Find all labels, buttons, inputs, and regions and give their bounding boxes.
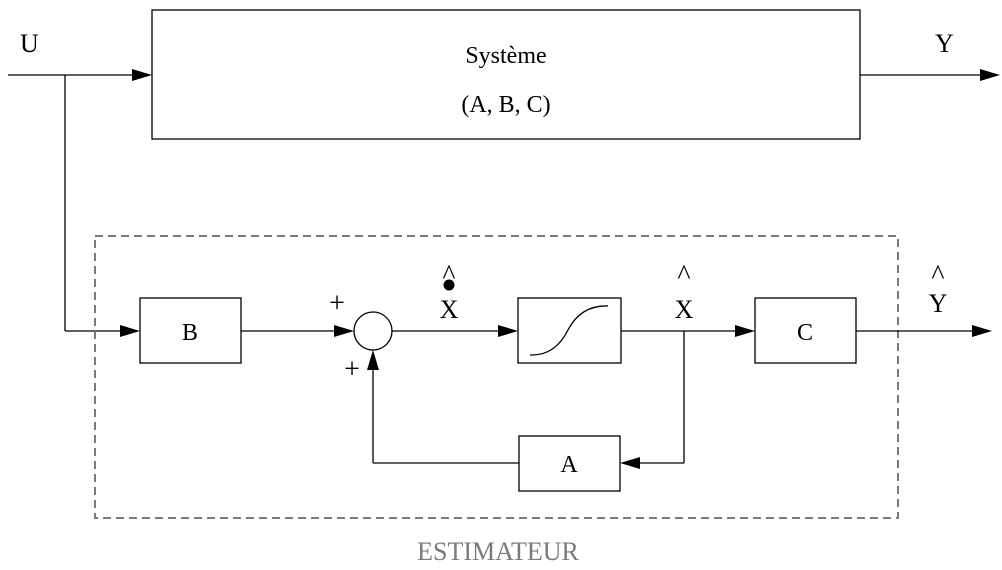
input-label-u: U: [20, 29, 39, 58]
block-c-label: C: [797, 320, 813, 346]
estimator-boundary: [94, 235, 899, 519]
block-b-label: B: [182, 320, 198, 346]
system-title: Système: [465, 43, 546, 69]
system-block: [151, 9, 861, 140]
x-hat-label: X: [675, 295, 694, 324]
arrow-to-integrator: [498, 325, 518, 337]
sum-plus-top: +: [329, 288, 345, 319]
output-label-y: Y: [935, 29, 954, 58]
arrow-to-sum-bottom: [367, 350, 379, 370]
arrow-output-y: [980, 69, 1000, 81]
arrow-to-system: [132, 69, 152, 81]
arrow-to-b: [120, 325, 140, 337]
y-hat-label: Y: [929, 289, 948, 318]
summing-junction: [353, 311, 393, 351]
x-dot-dot: [443, 279, 455, 291]
sum-plus-bottom: +: [344, 354, 360, 385]
integrator-block: [517, 297, 622, 364]
block-b: [139, 297, 242, 364]
block-a-label: A: [560, 452, 578, 478]
x-dot-hat-label: X: [440, 295, 459, 324]
integrator-curve: [529, 305, 609, 356]
arrow-to-a: [620, 457, 640, 469]
y-hat-caret: ^: [931, 260, 944, 291]
arrow-y-hat: [972, 325, 992, 337]
arrow-to-c: [735, 325, 755, 337]
estimator-label: ESTIMATEUR: [417, 537, 579, 566]
x-hat-caret: ^: [677, 260, 690, 291]
system-params: (A, B, C): [461, 92, 550, 118]
arrow-to-sum: [334, 325, 354, 337]
